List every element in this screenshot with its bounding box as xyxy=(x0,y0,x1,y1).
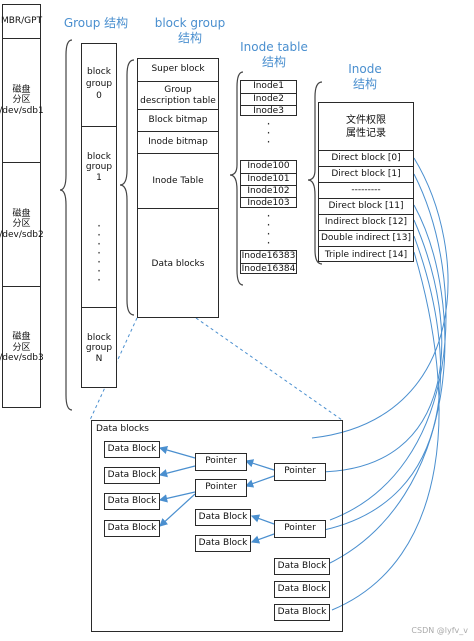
inode-entry: Inode1 xyxy=(253,81,284,92)
brace-inode-to-structure xyxy=(307,81,323,265)
curve-direct-11 xyxy=(325,204,446,566)
curve-double-13 xyxy=(323,235,441,531)
inode-table-top: Inode1 Inode2 Inode3 xyxy=(240,80,297,116)
pointer: Pointer xyxy=(274,463,326,481)
inode-structure-header: Inode 结构 xyxy=(348,62,382,91)
curve-direct-1 xyxy=(329,173,447,521)
brace-disk-to-groups xyxy=(59,39,73,411)
direct-block-0: Direct block [0] xyxy=(319,150,413,166)
inode-entry: Inode3 xyxy=(241,105,296,117)
block-group-column: Super block Group description table Bloc… xyxy=(137,58,219,318)
indirect-block-12: Indirect block [12] xyxy=(319,214,413,230)
data-block: Data Block xyxy=(104,493,160,510)
inode-entry: Inode100 xyxy=(247,161,290,172)
inode-entry: Inode16383 xyxy=(241,251,296,262)
pointer: Pointer xyxy=(195,479,247,497)
curve-direct-0 xyxy=(311,157,449,439)
curve-indirect-12 xyxy=(318,219,443,473)
inode-entry: Inode16384 xyxy=(241,263,296,275)
curve-triple-14 xyxy=(331,251,440,611)
direct-block-11: Direct block [11] xyxy=(319,198,413,214)
watermark: CSDN @lyfv_v xyxy=(411,626,468,635)
pointer: Pointer xyxy=(195,453,247,471)
pointer: Pointer xyxy=(274,520,326,538)
group-description-table: Group description table xyxy=(138,81,218,109)
data-block: Data Block xyxy=(274,581,330,598)
inode-ellipsis-1: ··· xyxy=(266,117,271,149)
inode-entry: Inode103 xyxy=(241,197,296,209)
inode-entry: Inode102 xyxy=(241,185,296,197)
inode-to-data-curves xyxy=(311,157,449,611)
data-block: Data Block xyxy=(274,558,330,575)
data-blocks-region: Data blocks xyxy=(138,208,218,319)
double-indirect-13: Double indirect [13] xyxy=(319,230,413,246)
partition-sdb1: 磁盘 分区 /dev/sdb1 xyxy=(0,38,44,162)
data-blocks-detail: Data blocks xyxy=(91,420,343,632)
inode-entry: Inode101 xyxy=(241,173,296,185)
block-group-n: block group N xyxy=(82,307,116,389)
inode-entry: Inode2 xyxy=(241,93,296,105)
brace-inodetable-to-list xyxy=(229,71,244,286)
data-block: Data Block xyxy=(104,441,160,458)
zoom-line-right xyxy=(195,317,343,421)
data-block: Data Block xyxy=(104,467,160,484)
inode-bitmap: Inode bitmap xyxy=(138,131,218,153)
disk-column: MBR/GPT 磁盘 分区 /dev/sdb1 磁盘 分区 /dev/sdb2 … xyxy=(0,4,44,409)
data-block: Data Block xyxy=(104,520,160,537)
triple-indirect-14: Triple indirect [14] xyxy=(319,246,413,263)
data-blocks-title: Data blocks xyxy=(96,424,149,434)
inode-ellipsis-2: ···· xyxy=(266,209,271,250)
super-block: Super block xyxy=(151,64,205,75)
partition-sdb2: 磁盘 分区 /dev/sdb2 xyxy=(0,162,44,286)
inode-table-bottom: Inode16383 Inode16384 xyxy=(240,250,297,274)
partition-sdb3: 磁盘 分区 /dev/sdb3 xyxy=(0,286,44,409)
inode-table-middle: Inode100 Inode101 Inode102 Inode103 xyxy=(240,160,297,208)
block-bitmap: Block bitmap xyxy=(138,109,218,131)
groups-column: block group 0 block group 1 ······· bloc… xyxy=(81,43,117,388)
brace-group-to-structure xyxy=(119,59,135,316)
inode-structure: 文件权限 属性记录 Direct block [0] Direct block … xyxy=(318,102,414,262)
group-structure-header: Group 结构 xyxy=(63,16,129,30)
data-block: Data Block xyxy=(195,509,251,526)
groups-ellipsis: ······· xyxy=(97,219,101,287)
pointer-arrows xyxy=(158,445,275,544)
inode-table-header: Inode table 结构 xyxy=(240,40,308,69)
direct-block-separator: --------- xyxy=(319,182,413,198)
data-block: Data Block xyxy=(195,535,251,552)
mbr-gpt-label: MBR/GPT xyxy=(0,15,43,26)
block-group-structure-header: block group 结构 xyxy=(154,16,226,45)
block-group-1: block group 1 xyxy=(82,126,116,208)
inode-attributes: 文件权限 属性记录 xyxy=(346,114,386,139)
inode-table: Inode Table xyxy=(138,153,218,208)
direct-block-1: Direct block [1] xyxy=(319,166,413,182)
data-block: Data Block xyxy=(274,604,330,621)
block-group-0: block group 0 xyxy=(85,67,113,101)
